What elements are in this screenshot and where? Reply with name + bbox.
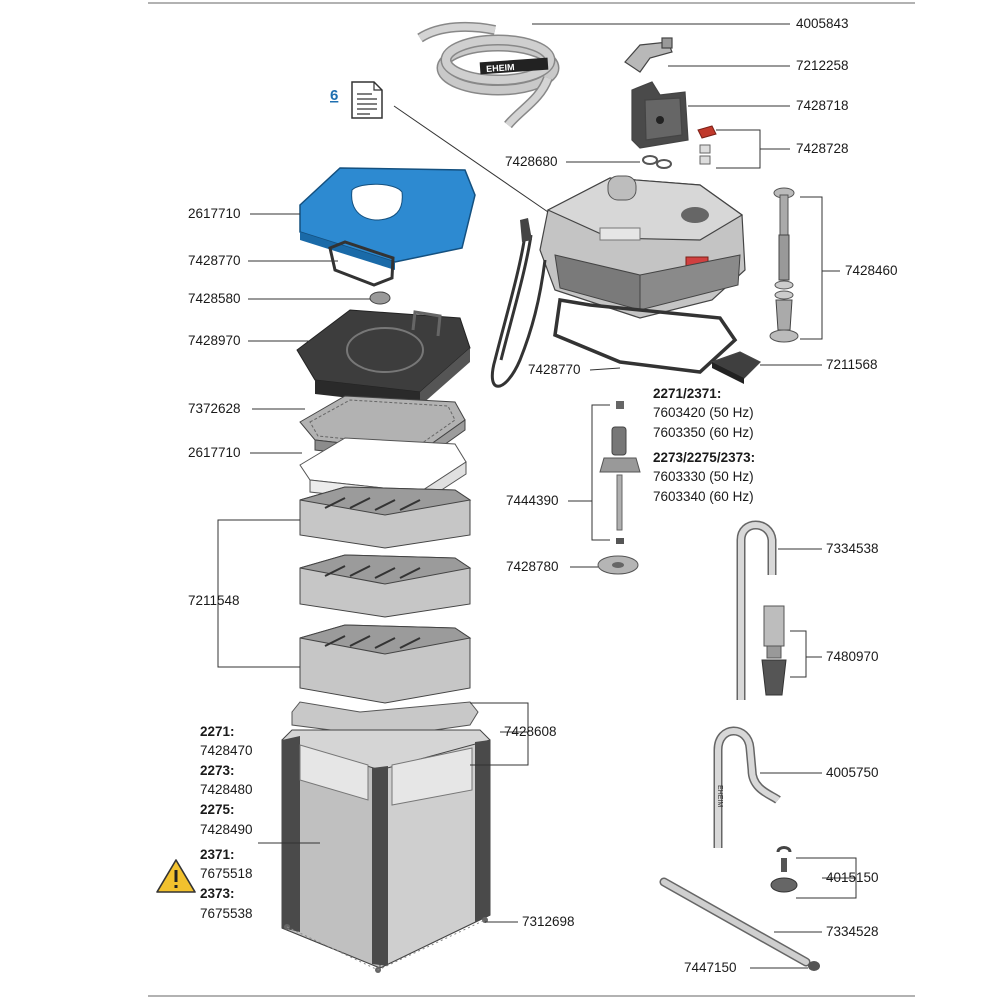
motor-variant-2-line-1: 7603330 (50 Hz) [653, 469, 754, 484]
document-ref-leader [393, 105, 549, 213]
label-7428680: 7428680 [505, 154, 558, 169]
part-labels: 4005843 7212258 7428718 7428728 7428680 … [188, 16, 898, 975]
suction-cup-part [770, 846, 798, 893]
outflow-tube-brand: EHEIM [716, 785, 723, 807]
intake-tube-part [736, 520, 777, 700]
motor-shaft-part [599, 401, 641, 544]
hose-brand-text: EHEIM [486, 62, 515, 74]
switch-part [710, 351, 762, 384]
motor-variant-2-line-2: 7603340 (60 Hz) [653, 489, 754, 504]
cap-part [369, 291, 391, 305]
blue-filter-pad-part [299, 167, 476, 270]
basket-3 [299, 624, 472, 704]
motor-variant-1-line-2: 7603350 (60 Hz) [653, 425, 754, 440]
motor-variant-1-line-1: 7603420 (50 Hz) [653, 405, 754, 420]
label-7334528: 7334528 [826, 924, 879, 939]
gasket-left [328, 240, 395, 287]
label-7428770-right: 7428770 [528, 362, 581, 377]
basket-2 [299, 554, 472, 618]
clip-part [624, 37, 673, 73]
canister-variant-model-2273: 2273: [200, 763, 235, 778]
canister-variant-part-2371: 7675518 [200, 866, 253, 881]
canister-variant-part-2373: 7675538 [200, 906, 253, 921]
basket-1 [299, 486, 472, 549]
motor-variant-model-2: 2273/2275/2373: [653, 450, 755, 465]
label-7428718: 7428718 [796, 98, 849, 113]
label-7428580: 7428580 [188, 291, 241, 306]
label-4005843: 4005843 [796, 16, 849, 31]
canister-part [281, 701, 491, 973]
canister-lid-part [296, 309, 471, 406]
label-7212258: 7212258 [796, 58, 849, 73]
canister-variant-part-2275: 7428490 [200, 822, 253, 837]
spray-bar-part [659, 877, 820, 971]
adapter-part [631, 81, 689, 149]
label-7428608: 7428608 [504, 724, 557, 739]
label-7480970: 7480970 [826, 649, 879, 664]
impeller-cover-part [597, 555, 639, 575]
intake-strainer-part [761, 605, 787, 696]
document-ref-link[interactable]: 6 [330, 87, 338, 104]
label-7312698: 7312698 [522, 914, 575, 929]
label-2617710-top: 2617710 [188, 206, 241, 221]
o-rings-part [642, 155, 672, 169]
document-icon[interactable] [351, 81, 383, 119]
label-7428970: 7428970 [188, 333, 241, 348]
valve-small-parts [697, 125, 717, 165]
warning-icon [156, 859, 196, 893]
label-4005750: 4005750 [826, 765, 879, 780]
label-2617710-mid: 2617710 [188, 445, 241, 460]
label-4015150: 4015150 [826, 870, 879, 885]
hose-part: EHEIM [417, 21, 560, 129]
label-7444390: 7444390 [506, 493, 559, 508]
label-7447150: 7447150 [684, 960, 737, 975]
canister-variant-part-2273: 7428480 [200, 782, 253, 797]
label-7428770-left: 7428770 [188, 253, 241, 268]
label-7372628: 7372628 [188, 401, 241, 416]
label-7211548: 7211548 [188, 593, 240, 608]
label-7211568: 7211568 [826, 357, 878, 372]
impeller-shaft-part [769, 187, 799, 343]
motor-variant-model-1: 2271/2371: [653, 386, 721, 401]
media-baskets-part [299, 486, 472, 704]
outflow-tube-part: EHEIM [713, 726, 781, 848]
canister-variant-model-2271: 2271: [200, 724, 235, 739]
canister-variant-model-2373: 2373: [200, 886, 235, 901]
canister-variant-part-2271: 7428470 [200, 743, 253, 758]
pump-head-part [490, 175, 746, 388]
canister-variant-model-2371: 2371: [200, 847, 235, 862]
leader-lines [217, 23, 857, 969]
label-7428780: 7428780 [506, 559, 559, 574]
label-7428460: 7428460 [845, 263, 898, 278]
label-7428728: 7428728 [796, 141, 849, 156]
canister-variant-model-2275: 2275: [200, 802, 235, 817]
label-7334538: 7334538 [826, 541, 879, 556]
